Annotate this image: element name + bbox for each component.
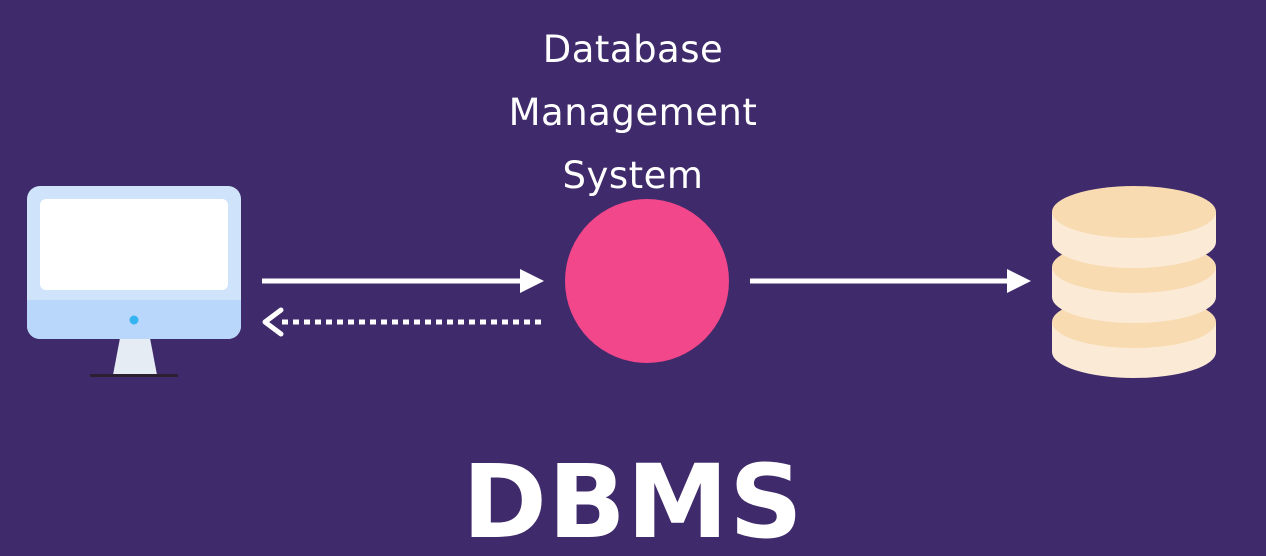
monitor-icon bbox=[27, 186, 241, 377]
monitor-stand bbox=[113, 338, 157, 375]
request-arrow bbox=[262, 269, 544, 293]
dbms-node bbox=[565, 199, 729, 363]
label-line-database: Database bbox=[542, 28, 724, 71]
label-line-system: System bbox=[562, 154, 704, 197]
monitor-base bbox=[90, 374, 178, 377]
label-line-management: Management bbox=[508, 91, 758, 134]
database-icon bbox=[1052, 186, 1216, 378]
database-disk-top bbox=[1052, 186, 1216, 268]
monitor-chin-top bbox=[27, 300, 241, 312]
monitor-led bbox=[129, 315, 139, 325]
dbms-acronym: DBMS bbox=[462, 443, 804, 556]
query-arrow bbox=[750, 269, 1031, 293]
monitor-screen bbox=[40, 199, 228, 290]
response-arrow bbox=[262, 307, 541, 337]
dbms-full-name: Database Management System bbox=[433, 18, 833, 207]
